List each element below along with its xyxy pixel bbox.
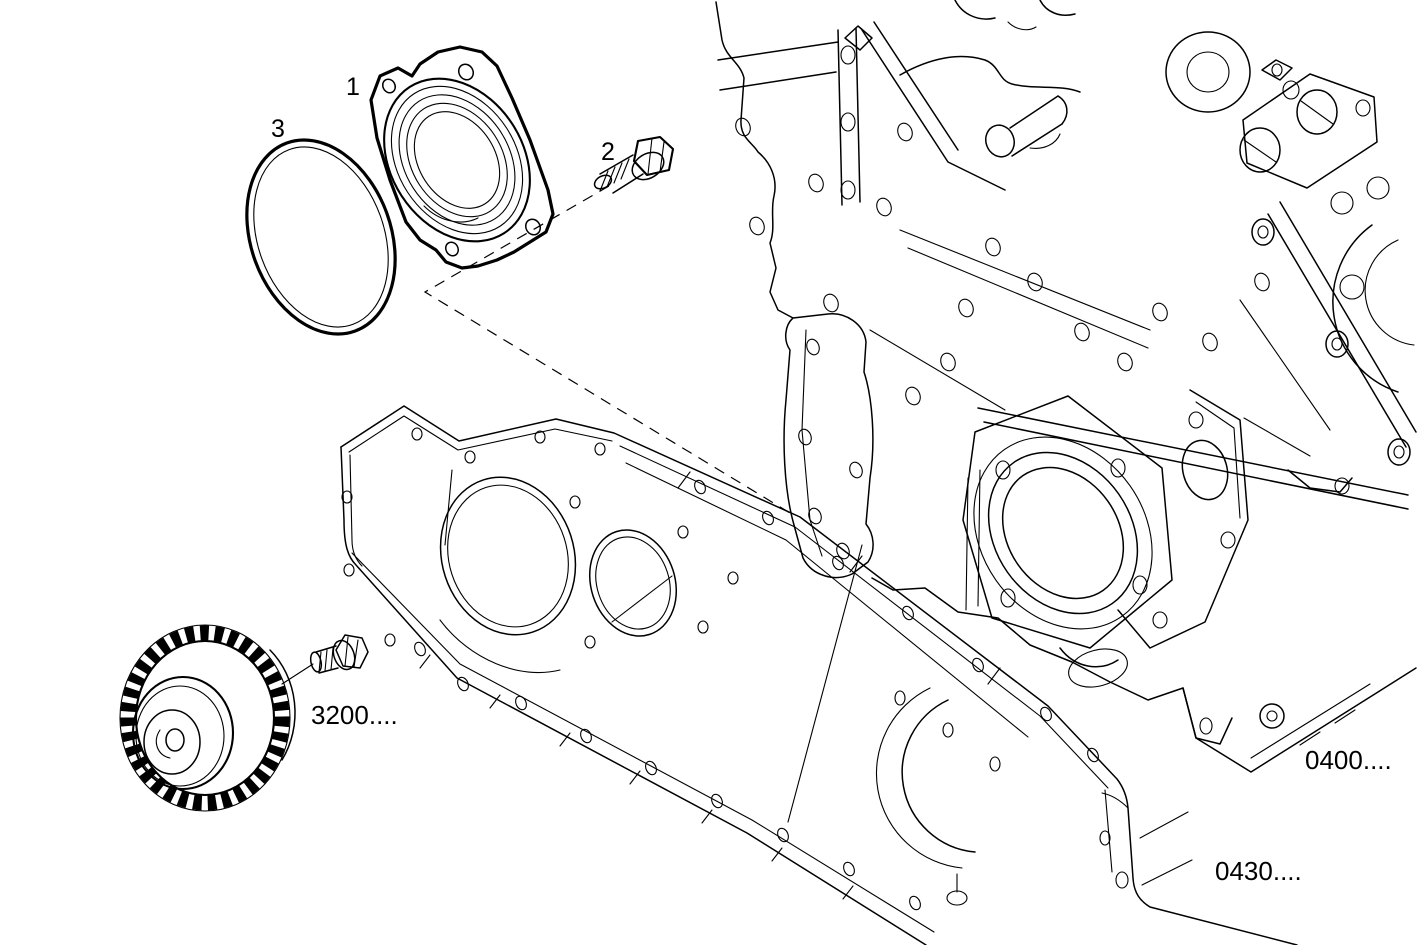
case-bolt-holes <box>341 427 1099 911</box>
block-bore-top <box>1165 31 1251 113</box>
block-bolt-holes <box>735 117 1270 406</box>
block-rear-flange <box>1117 389 1249 649</box>
callout-part-1[interactable]: 1 <box>346 73 360 101</box>
block-foot <box>1059 469 1353 745</box>
block-side-flange <box>783 313 874 579</box>
block-beam <box>1239 201 1417 466</box>
block-bracket <box>1239 59 1378 189</box>
ref-code-engine[interactable]: 0400.... <box>1305 745 1392 775</box>
case-opening-large <box>439 476 577 636</box>
callout-part-2[interactable]: 2 <box>601 138 615 166</box>
case-end-cap <box>1099 789 1193 889</box>
ref-code-gear[interactable]: 3200.... <box>311 700 398 730</box>
cover-plate <box>369 45 555 270</box>
dowel-pin <box>946 873 968 906</box>
leader-line-gear <box>281 663 314 685</box>
ref-code-bracket[interactable]: 0430.... <box>1215 856 1302 886</box>
block-boss <box>985 95 1068 158</box>
gear-plug-bolt <box>309 634 369 674</box>
idler-gear <box>119 624 296 812</box>
callout-part-3[interactable]: 3 <box>271 115 285 143</box>
hex-bolt <box>593 135 675 194</box>
case-opening-small <box>588 529 678 637</box>
engine-block <box>715 0 1417 773</box>
o-ring-seal <box>245 138 397 336</box>
leader-line-cover <box>423 185 796 517</box>
crankshaft-bore <box>962 395 1173 649</box>
case-arc-opening <box>787 544 976 869</box>
block-truss <box>717 21 1006 206</box>
block-arc-right <box>1332 224 1399 393</box>
timing-gear-case <box>340 405 1298 945</box>
